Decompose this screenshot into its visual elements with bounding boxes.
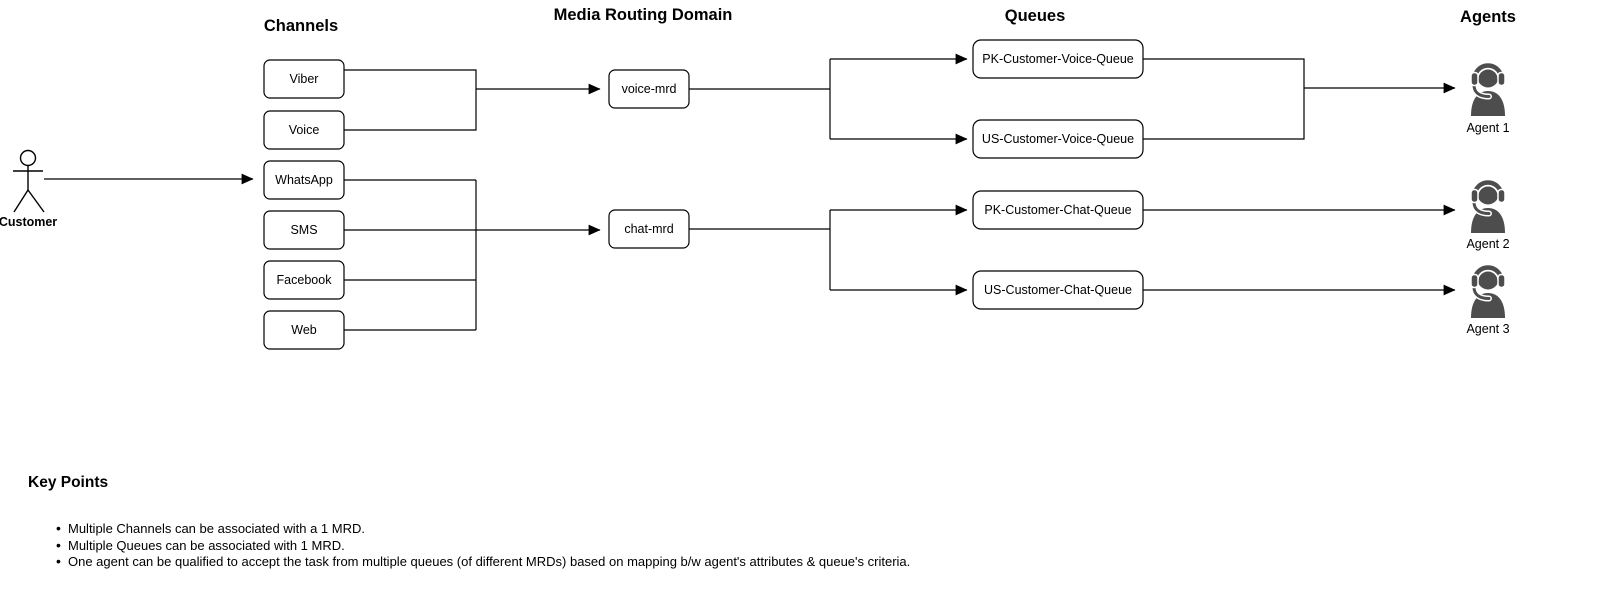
channel-box-web: Web [263, 310, 345, 350]
agent-label: Agent 1 [1466, 121, 1509, 135]
actor-head [19, 149, 37, 167]
queue-box-pk-chat: PK-Customer-Chat-Queue [972, 190, 1144, 230]
actor-leg-left [13, 189, 29, 213]
column-heading-mrd: Media Routing Domain [554, 6, 733, 24]
mrd-box-chat: chat-mrd [608, 209, 690, 249]
column-heading-agents: Agents [1460, 8, 1516, 26]
agent-node-3: Agent 3 [1466, 268, 1510, 336]
agent-label: Agent 2 [1466, 237, 1509, 251]
key-points-title: Key Points [28, 474, 109, 491]
queue-label: PK-Customer-Voice-Queue [982, 52, 1134, 66]
channel-box-voice: Voice [263, 110, 345, 150]
column-heading-queues: Queues [1005, 7, 1066, 25]
queue-box-pk-voice: PK-Customer-Voice-Queue [972, 39, 1144, 79]
key-point-item: Multiple Queues can be associated with 1… [56, 537, 1128, 555]
queue-label: US-Customer-Chat-Queue [984, 283, 1132, 297]
connector-chat-channels-junction [344, 179, 477, 331]
connector-voice-mrd-split [689, 59, 831, 139]
channel-label: WhatsApp [275, 173, 333, 187]
mrd-box-voice: voice-mrd [608, 69, 690, 109]
agent-headset-icon [1471, 183, 1505, 234]
agent-headset-icon [1471, 66, 1505, 117]
channel-box-sms: SMS [263, 210, 345, 250]
channel-label: Web [291, 323, 317, 337]
channel-label: SMS [290, 223, 317, 237]
queue-box-us-chat: US-Customer-Chat-Queue [972, 270, 1144, 310]
mrd-label: voice-mrd [622, 82, 677, 96]
agent-label: Agent 3 [1466, 322, 1509, 336]
channel-label: Voice [289, 123, 320, 137]
channel-box-facebook: Facebook [263, 260, 345, 300]
queue-box-us-voice: US-Customer-Voice-Queue [972, 119, 1144, 159]
connector-voice-channels-junction [344, 69, 477, 131]
channel-label: Facebook [277, 273, 333, 287]
actor-leg-right [27, 189, 45, 213]
key-point-item: Multiple Channels can be associated with… [56, 520, 1128, 538]
queue-label: PK-Customer-Chat-Queue [984, 203, 1131, 217]
agent-headset-icon [1471, 268, 1505, 319]
channel-box-viber: Viber [263, 59, 345, 99]
channel-box-whatsapp: WhatsApp [263, 160, 345, 200]
key-point-item: One agent can be qualified to accept the… [56, 553, 1128, 571]
agent-node-1: Agent 1 [1466, 66, 1510, 135]
key-points-section: Key Points Multiple Channels can be asso… [28, 474, 1128, 571]
agent-node-2: Agent 2 [1466, 183, 1510, 251]
column-heading-channels: Channels [264, 17, 338, 35]
connector-chat-mrd-split [689, 210, 831, 290]
customer-actor: Customer [0, 149, 57, 229]
queue-label: US-Customer-Voice-Queue [982, 132, 1134, 146]
connector-voice-queues-junction [1143, 58, 1305, 140]
customer-label: Customer [0, 215, 57, 229]
channel-label: Viber [290, 72, 319, 86]
mrd-label: chat-mrd [624, 222, 673, 236]
key-points-list: Multiple Channels can be associated with… [28, 520, 1128, 571]
